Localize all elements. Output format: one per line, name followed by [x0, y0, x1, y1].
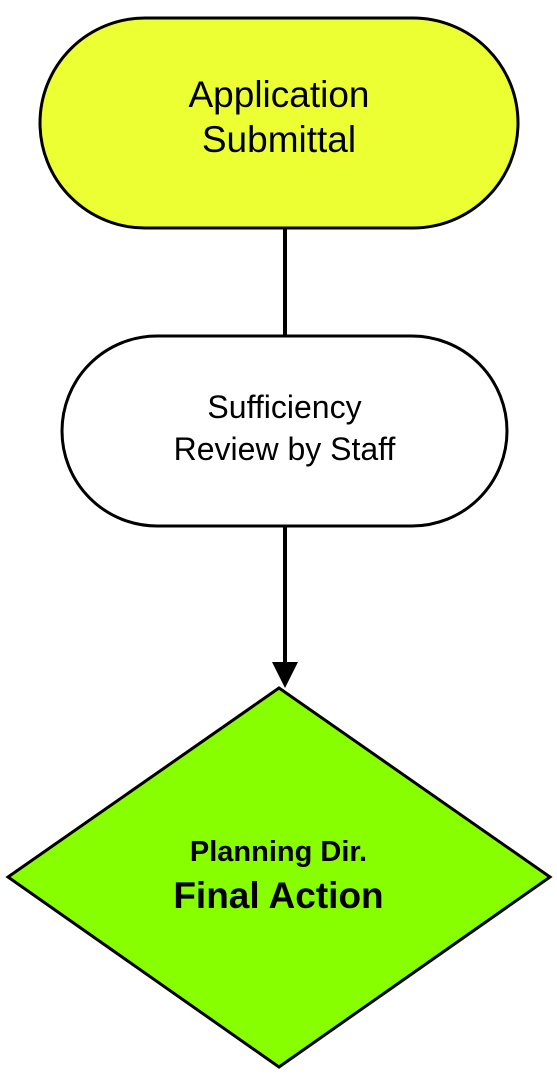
submittal-label-line-2: Submittal [201, 119, 357, 160]
final-action-label-line-1: Planning Dir. [189, 836, 368, 868]
final-action-node-label: Planning Dir. Final Action [100, 830, 457, 918]
final-action-label-line-2: Final Action [173, 875, 384, 916]
submittal-label-line-1: Application [188, 74, 370, 115]
review-label-line-2: Review by Staff [173, 431, 396, 467]
arrowhead-icon [272, 662, 298, 688]
review-label-line-1: Sufficiency [207, 389, 362, 425]
final-action-node-shape [5, 686, 553, 1069]
review-node-label: Sufficiency Review by Staff [62, 386, 507, 470]
submittal-node-label: Application Submittal [40, 72, 518, 162]
submittal-node-shape [38, 16, 520, 230]
review-node-shape [60, 334, 509, 528]
